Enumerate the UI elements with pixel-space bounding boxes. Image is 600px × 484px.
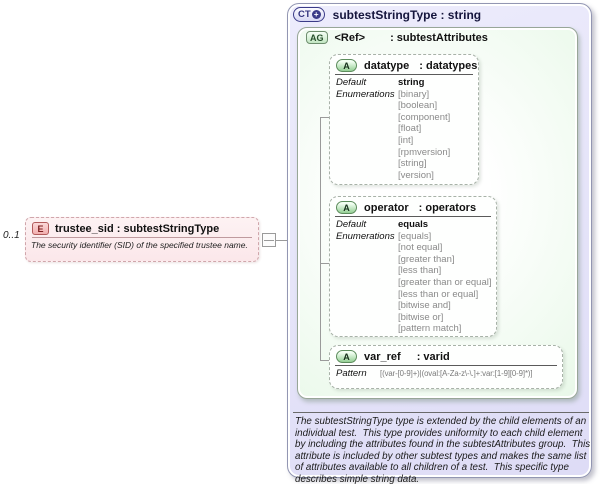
attribute-icon: A — [336, 350, 357, 363]
tree-stub-varref — [320, 360, 330, 361]
attribute-box-operator[interactable]: A operator : operators Default equals En… — [329, 196, 497, 337]
enum-value: [version] — [398, 169, 434, 181]
enum-value: [less than or equal] — [398, 288, 479, 300]
attribute-name: datatype — [364, 59, 410, 72]
enum-value: [bitwise or] — [398, 311, 444, 323]
enum-value: [not equal] — [398, 242, 443, 254]
pattern-value: [(var-[0-9]+)|(oval:[A-Za-z\-\.]+:var:[1… — [380, 369, 533, 378]
attribute-header-var-ref: A var_ref : varid — [330, 346, 562, 365]
default-value: equals — [398, 219, 429, 230]
plus-icon: + — [311, 10, 321, 19]
attribute-type: : datatypes — [419, 59, 478, 72]
attribute-properties: Default equals Enumerations [equals] [no… — [330, 218, 496, 336]
tree-stub-datatype — [320, 117, 330, 118]
type-annotation-text: The subtestStringType type is extended b… — [295, 416, 593, 484]
complextype-header[interactable]: CT + subtestStringType : string — [293, 7, 481, 22]
enum-value: [bitwise and] — [398, 300, 451, 312]
enum-value: [boolean] — [398, 100, 438, 112]
enum-value: [int] — [398, 134, 414, 146]
attribute-type: : operators — [418, 201, 477, 214]
attribute-header-datatype: A datatype : datatypes — [330, 55, 478, 74]
collapse-handle-bar — [264, 240, 274, 241]
attribute-box-datatype[interactable]: A datatype : datatypes Default string En… — [329, 54, 479, 185]
enum-value: [greater than] — [398, 253, 455, 265]
complextype-icon: CT + — [293, 7, 325, 22]
element-box-trustee-sid[interactable]: E trustee_sid : subtestStringType The se… — [25, 217, 259, 262]
attribute-box-var-ref[interactable]: A var_ref : varid Pattern [(var-[0-9]+)|… — [329, 345, 563, 389]
attribute-properties: Default string Enumerations [binary] [bo… — [330, 76, 478, 182]
enum-value: [string] — [398, 158, 427, 170]
attribute-name: operator — [364, 201, 409, 214]
attribute-group-type: : subtestAttributes — [390, 31, 488, 44]
tree-trunk-line — [320, 117, 321, 361]
tree-stub-operator — [320, 263, 330, 264]
enum-value: [pattern match] — [398, 323, 462, 335]
default-value: string — [398, 77, 425, 88]
enum-value: [component] — [398, 111, 451, 123]
default-label: Default — [336, 77, 367, 88]
enumerations-label: Enumerations — [336, 88, 395, 100]
connector-line — [276, 240, 288, 241]
element-separator — [32, 237, 252, 238]
element-title: trustee_sid : subtestStringType — [55, 222, 220, 235]
attribute-icon: A — [336, 59, 357, 72]
attribute-group-name: <Ref> — [334, 31, 366, 44]
enum-value: [float] — [398, 123, 422, 135]
pattern-label: Pattern — [336, 368, 367, 379]
attribute-properties: Pattern [(var-[0-9]+)|(oval:[A-Za-z\-\.]… — [330, 367, 562, 381]
enum-value: [binary] — [398, 88, 430, 100]
enumerations-label: Enumerations — [336, 230, 395, 242]
attribute-header-operator: A operator : operators — [330, 197, 496, 216]
attribute-group-header[interactable]: AG <Ref> : subtestAttributes — [306, 31, 488, 44]
attribute-separator — [335, 74, 473, 75]
complextype-title: subtestStringType : string — [332, 7, 482, 22]
element-description: The security identifier (SID) of the spe… — [31, 240, 248, 250]
attribute-separator — [335, 216, 491, 217]
attribute-type: : varid — [416, 350, 450, 363]
attribute-group-icon: AG — [306, 31, 328, 44]
attribute-separator — [335, 365, 557, 366]
collapse-handle-icon[interactable] — [262, 233, 276, 247]
attribute-icon: A — [336, 201, 357, 214]
element-icon: E — [32, 222, 49, 235]
enum-value: [rpmversion] — [398, 146, 451, 158]
complextype-icon-label: CT — [298, 9, 311, 20]
element-header: E trustee_sid : subtestStringType — [26, 218, 258, 236]
default-label: Default — [336, 219, 367, 230]
enum-value: [less than] — [398, 265, 442, 277]
multiplicity-label: 0..1 — [3, 230, 20, 241]
annotation-separator — [293, 412, 589, 413]
enum-value: [greater than or equal] — [398, 276, 492, 288]
enum-value: [equals] — [398, 230, 432, 242]
attribute-name: var_ref — [364, 350, 401, 363]
